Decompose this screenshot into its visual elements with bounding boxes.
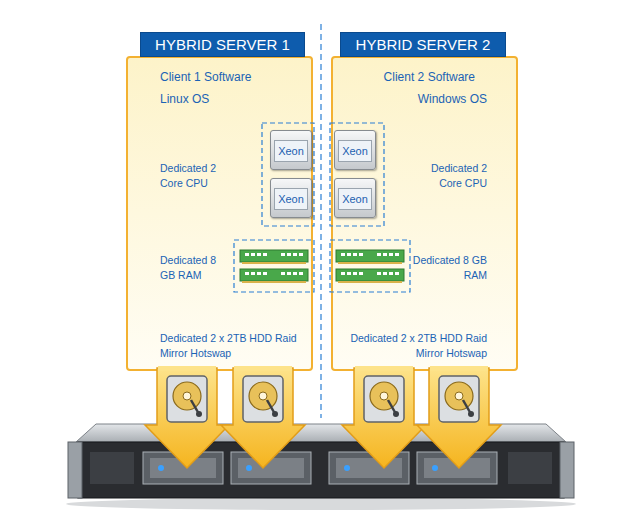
server-panel: HYBRID SERVER 2Client 2 SoftwareWindows … [332, 57, 517, 370]
spec-text: Windows OS [418, 92, 487, 107]
spec-text: Dedicated 2 Core CPU [160, 161, 230, 191]
chip-label-plate: Xeon [274, 188, 308, 210]
divider-line [320, 24, 321, 418]
cpu-group-box [330, 123, 384, 226]
server-panel: HYBRID SERVER 1Client 1 SoftwareLinux OS… [127, 57, 312, 370]
cpu-label: Xeon [342, 141, 368, 161]
cpu-chip: Xeon [270, 178, 312, 218]
spec-text: Linux OS [160, 92, 209, 107]
cpu-label: Xeon [342, 189, 368, 209]
arrow-join [234, 366, 292, 371]
vent [508, 452, 552, 484]
panel-outline [127, 57, 312, 370]
text-slot: Client 1 Software [160, 67, 300, 85]
spec-text: Dedicated 8 GB RAM [412, 253, 487, 283]
hdd-icon [167, 376, 207, 422]
spec-text: Dedicated 2 Core CPU [412, 161, 487, 191]
server-title: HYBRID SERVER 1 [155, 33, 290, 56]
ram-group-box [234, 240, 314, 292]
arrow-join [430, 366, 488, 371]
text-slot: Dedicated 2 Core CPU [412, 161, 487, 191]
cpu-chip: Xeon [270, 130, 312, 170]
down-arrow [342, 368, 426, 468]
down-arrow [145, 368, 229, 468]
cpu-chip: Xeon [334, 130, 376, 170]
text-slot: Linux OS [160, 89, 300, 107]
panel-outline [332, 57, 517, 370]
chip-label-plate: Xeon [338, 188, 372, 210]
text-slot: Dedicated 8 GB RAM [412, 253, 487, 283]
text-slot: Dedicated 2 x 2TB HDD Raid Mirror Hotswa… [160, 331, 310, 361]
spec-text: Dedicated 8 GB RAM [160, 253, 230, 283]
title-tab: HYBRID SERVER 1 [140, 32, 305, 57]
text-slot: Dedicated 2 x 2TB HDD Raid Mirror Hotswa… [337, 331, 487, 361]
rack-ear [68, 442, 82, 498]
ram-stick [240, 250, 308, 264]
ram-group-box [330, 240, 410, 292]
cpu-label: Xeon [278, 141, 304, 161]
chip-label-plate: Xeon [338, 140, 372, 162]
hdd-icon [243, 376, 283, 422]
chip-label-plate: Xeon [274, 140, 308, 162]
ram-stick [240, 269, 308, 283]
cpu-chip: Xeon [334, 178, 376, 218]
server-title: HYBRID SERVER 2 [356, 33, 491, 56]
hdd-icon [439, 376, 479, 422]
arrow-join [355, 366, 413, 371]
shadow [66, 498, 576, 510]
ram-stick [336, 269, 404, 283]
text-slot: Dedicated 2 Core CPU [160, 161, 230, 191]
down-arrow [221, 368, 305, 468]
server-front [76, 442, 566, 498]
spec-text: Client 1 Software [160, 70, 251, 85]
down-arrow [417, 368, 501, 468]
ram-stick [336, 250, 404, 264]
title-tab: HYBRID SERVER 2 [340, 32, 506, 57]
rack-ear [560, 442, 574, 498]
drive-bay [329, 452, 409, 484]
arrow-join [158, 366, 216, 371]
text-slot: Windows OS [352, 89, 487, 107]
text-slot: Dedicated 8 GB RAM [160, 253, 230, 283]
spec-text: Client 2 Software [384, 70, 475, 85]
vent [90, 452, 134, 484]
cpu-group-box [262, 123, 314, 226]
hdd-icon [364, 376, 404, 422]
spec-text: Dedicated 2 x 2TB HDD Raid Mirror Hotswa… [337, 331, 487, 361]
cpu-label: Xeon [278, 189, 304, 209]
text-slot: Client 2 Software [352, 67, 475, 85]
spec-text: Dedicated 2 x 2TB HDD Raid Mirror Hotswa… [160, 331, 310, 361]
